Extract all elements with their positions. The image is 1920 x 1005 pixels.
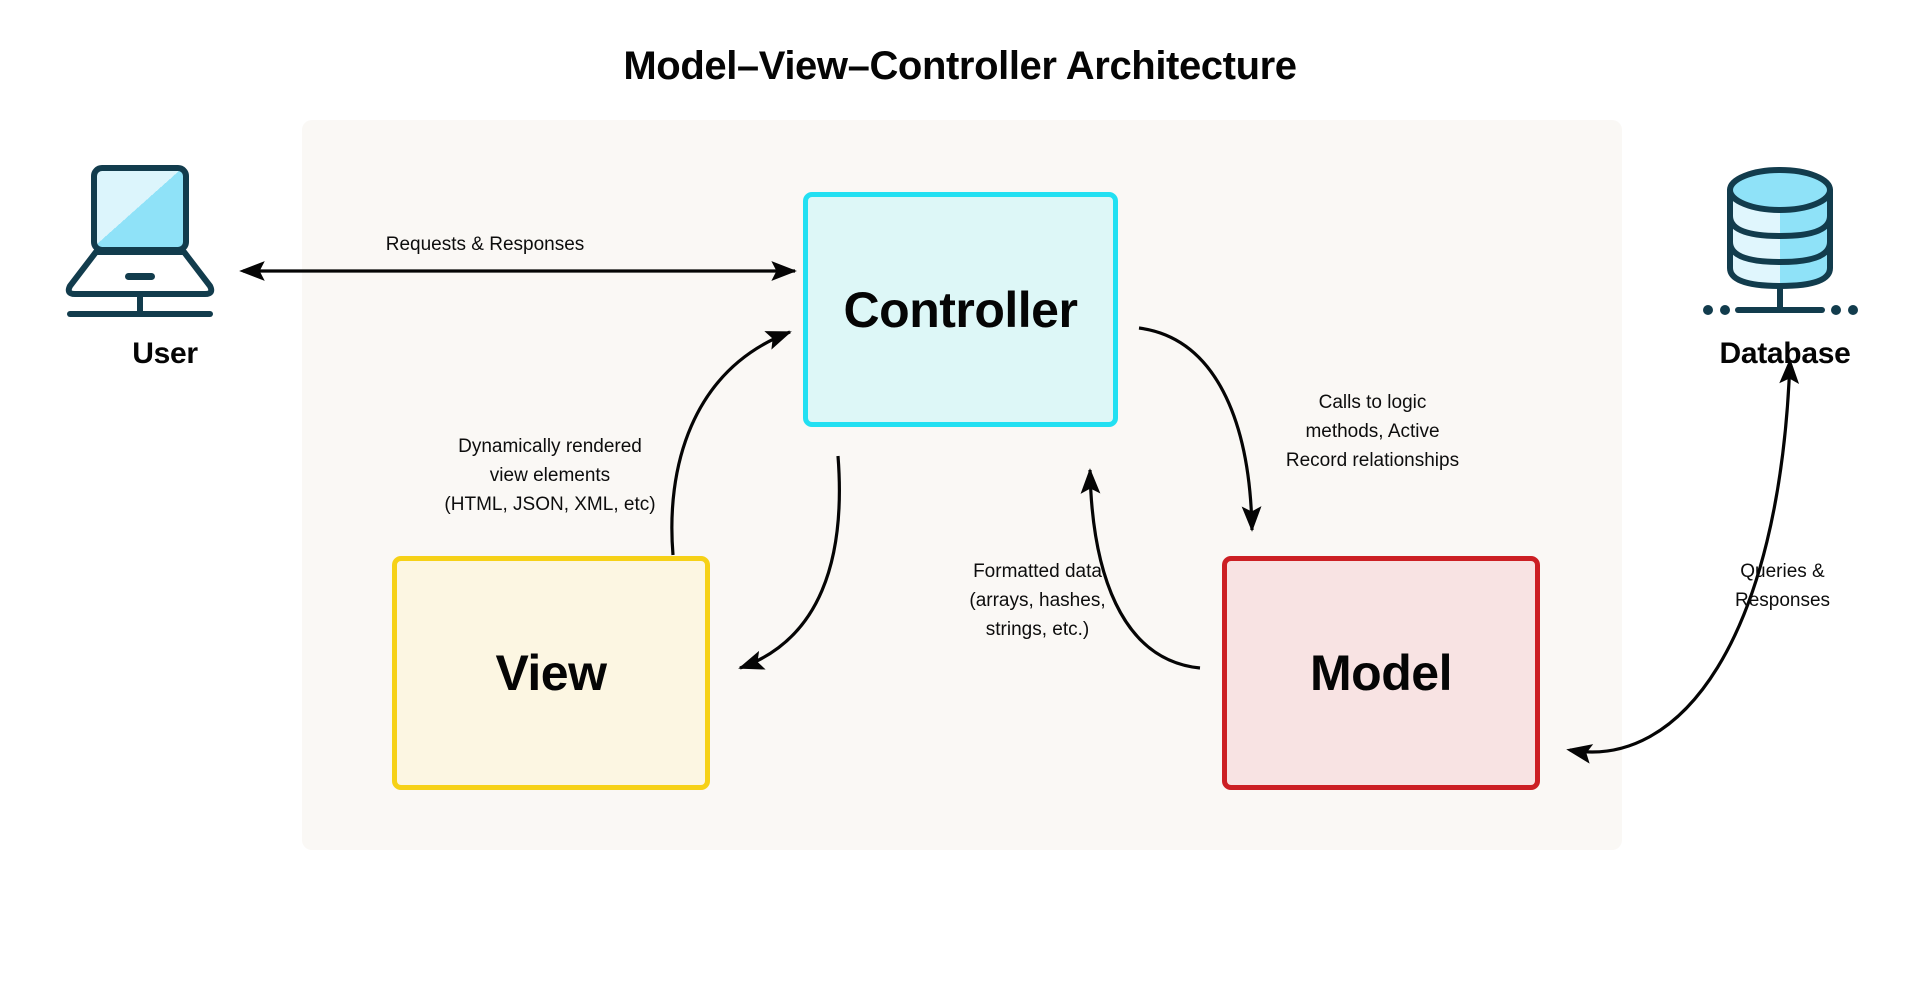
- node-view[interactable]: View: [392, 556, 710, 790]
- external-node-user-label: User: [132, 337, 198, 370]
- edge-label-formatted-data: Formatted data (arrays, hashes, strings,…: [969, 561, 1106, 640]
- node-controller-label: Controller: [843, 281, 1078, 338]
- edge-label-calls-to-logic: Calls to logic methods, Active Record re…: [1285, 392, 1460, 471]
- page-title: Model–View–Controller Architecture: [623, 44, 1297, 88]
- node-view-label: View: [495, 645, 607, 701]
- node-controller[interactable]: Controller: [803, 192, 1118, 427]
- database-cylinder-icon: [1700, 160, 1870, 325]
- edge-label-requests-responses: Requests & Responses: [385, 234, 585, 255]
- external-node-database-label: Database: [1719, 337, 1851, 370]
- node-model-label: Model: [1310, 645, 1452, 701]
- edge-label-dynamically-rendered: Dynamically rendered view elements (HTML…: [444, 436, 656, 515]
- edge-label-queries-responses: Queries & Responses: [1734, 561, 1831, 611]
- laptop-icon: [60, 160, 270, 320]
- node-model[interactable]: Model: [1222, 556, 1540, 790]
